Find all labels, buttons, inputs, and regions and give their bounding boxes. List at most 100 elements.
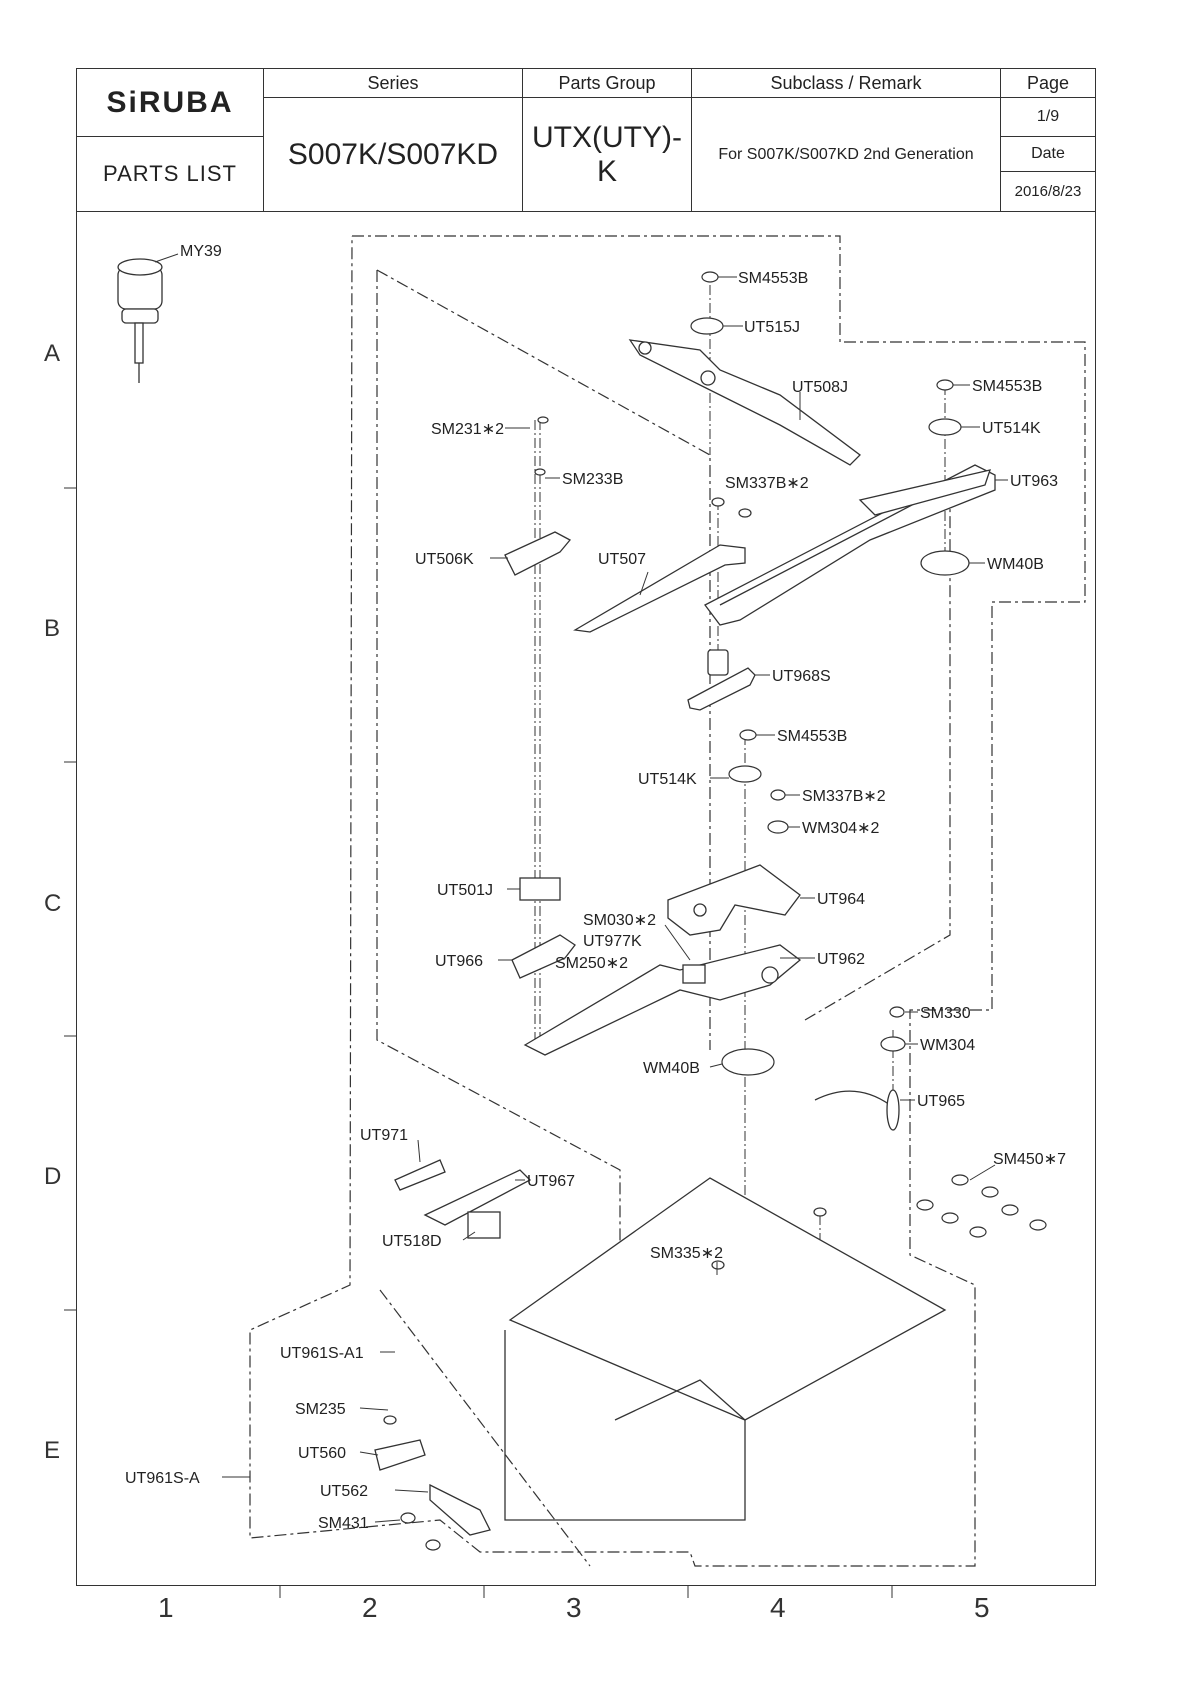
screw-icon: [969, 1226, 987, 1238]
subclass-remark: For S007K/S007KD 2nd Generation: [718, 145, 974, 163]
part-label-wm40b: WM40B: [987, 556, 1044, 573]
part-label-ut514k: UT514K: [638, 771, 697, 788]
screw-icon: [916, 1199, 934, 1211]
doc-type: PARTS LIST: [103, 161, 237, 186]
date-header: Date: [1000, 136, 1096, 172]
screw-icon: [1001, 1204, 1019, 1216]
screw-icon: [739, 729, 757, 741]
series-value: S007K/S007KD: [263, 97, 523, 212]
part-label-sm235: SM235: [295, 1401, 346, 1418]
part-label-sm030: SM030∗2: [583, 912, 656, 929]
part-label-ut965: UT965: [917, 1093, 965, 1110]
washer-icon: [920, 550, 970, 576]
screw-icon: [941, 1212, 959, 1224]
brand-logo: SiRUBA: [106, 85, 234, 119]
part-label-sm431: SM431: [318, 1515, 369, 1532]
series-header: Series: [263, 68, 523, 98]
washer-icon: [728, 765, 762, 783]
part-label-sm231: SM231∗2: [431, 421, 504, 438]
ut967-part: [423, 1169, 532, 1226]
page-header: Page: [1000, 68, 1096, 98]
col-label-2: 2: [362, 1592, 378, 1623]
part-label-ut967: UT967: [527, 1173, 575, 1190]
guide-line: [376, 270, 621, 1250]
ut507-blade: [573, 544, 746, 633]
doc-type-cell: PARTS LIST: [76, 136, 264, 212]
assembly-boundary: [249, 235, 1086, 1567]
part-label-wm304: WM304∗2: [802, 820, 880, 837]
washer-icon: [928, 418, 962, 436]
part-label-ut515j: UT515J: [744, 319, 800, 336]
date-value: 2016/8/23: [1000, 171, 1096, 212]
brand-cell: SiRUBA: [76, 68, 264, 137]
title-block: SiRUBA Series Parts Group Subclass / Rem…: [76, 68, 1096, 212]
row-label-b: B: [44, 615, 61, 642]
part-label-ut507: UT507: [598, 551, 646, 568]
row-label-e: E: [44, 1437, 61, 1464]
part-label-ut966: UT966: [435, 953, 483, 970]
part-label-sm330: SM330: [920, 1005, 971, 1022]
part-label-wm40b: WM40B: [643, 1060, 700, 1077]
part-label-ut971: UT971: [360, 1127, 408, 1144]
ut964-plate: [667, 864, 801, 936]
base-plate: [508, 1177, 947, 1421]
guide-line: [379, 1289, 591, 1567]
screw-icon: [537, 416, 549, 424]
screw-icon: [383, 1415, 397, 1425]
screw-icon: [711, 497, 725, 507]
part-label-my39: MY39: [180, 243, 222, 260]
page-value: 1/9: [1000, 97, 1096, 137]
screw-icon: [701, 271, 719, 283]
part-label-sm335: SM335∗2: [650, 1245, 723, 1262]
washer-icon: [721, 1048, 775, 1076]
col-label-3: 3: [566, 1592, 582, 1623]
screw-icon: [1029, 1219, 1047, 1231]
part-label-sm4553b: SM4553B: [972, 378, 1042, 395]
guide-line: [804, 485, 951, 1021]
part-label-ut968s: UT968S: [772, 668, 831, 685]
screwdriver-icon: [117, 258, 163, 383]
row-label-a: A: [44, 340, 61, 367]
ut971-part: [394, 1159, 446, 1191]
part-label-ut977k: UT977K: [583, 933, 642, 950]
part-label-ut506k: UT506K: [415, 551, 474, 568]
ut501j-part: [519, 877, 561, 901]
ut966-part: [511, 934, 576, 979]
screw-icon: [889, 1006, 905, 1018]
part-label-sm337b: SM337B∗2: [725, 475, 809, 492]
screw-icon: [425, 1539, 441, 1551]
part-label-ut961s-a: UT961S-A: [125, 1470, 200, 1487]
guide-line: [376, 269, 711, 1050]
part-label-wm304: WM304: [920, 1037, 975, 1054]
ut965-spring: [814, 1090, 891, 1106]
parts-group-header: Parts Group: [522, 68, 692, 98]
ut963-plate: [704, 464, 996, 626]
ut506k-part: [504, 531, 572, 576]
part-label-ut501j: UT501J: [437, 882, 493, 899]
part-label-ut560: UT560: [298, 1445, 346, 1462]
screw-icon: [534, 468, 546, 476]
ut962-arm: [523, 944, 802, 1056]
screw-icon: [770, 789, 786, 801]
col-label-5: 5: [974, 1592, 990, 1623]
ut977k-part: [682, 964, 706, 984]
part-label-ut962: UT962: [817, 951, 865, 968]
ut518d-part: [467, 1211, 501, 1239]
part-label-sm233b: SM233B: [562, 471, 623, 488]
screw-icon: [738, 508, 752, 518]
washer-icon: [767, 820, 789, 834]
ut968s-part: [687, 667, 756, 711]
part-label-ut518d: UT518D: [382, 1233, 442, 1250]
part-label-sm4553b: SM4553B: [738, 270, 808, 287]
part-label-sm450: SM450∗7: [993, 1151, 1066, 1168]
base-housing: [504, 1330, 746, 1521]
washer-icon: [690, 317, 724, 335]
part-label-ut961s-a1: UT961S-A1: [280, 1345, 364, 1362]
part-label-ut964: UT964: [817, 891, 865, 908]
washer-icon: [880, 1036, 906, 1052]
part-label-ut562: UT562: [320, 1483, 368, 1500]
part-label-ut514k: UT514K: [982, 420, 1041, 437]
part-label-sm4553b: SM4553B: [777, 728, 847, 745]
screw-icon: [936, 379, 954, 391]
